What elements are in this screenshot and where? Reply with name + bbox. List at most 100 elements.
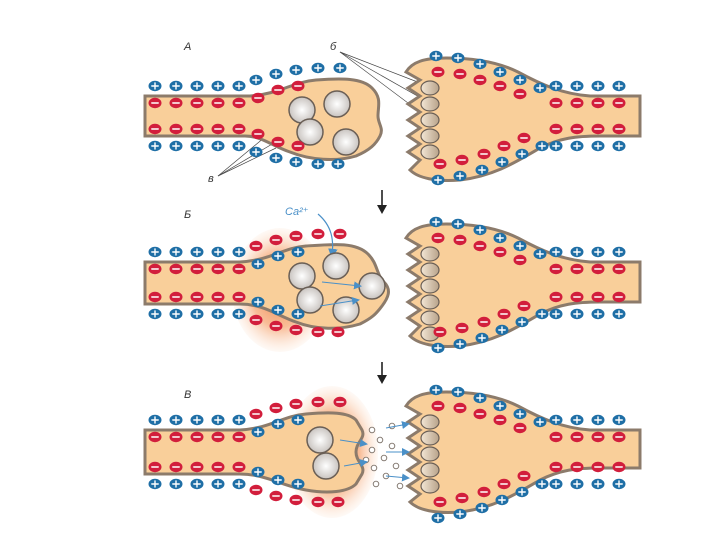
plus-ion-icon — [170, 479, 183, 489]
plus-ion-icon — [212, 479, 225, 489]
calcium-label: Ca²⁺ — [285, 206, 309, 218]
plus-ion-icon — [430, 217, 443, 227]
plus-ion-icon — [292, 309, 305, 319]
plus-ion-icon — [494, 401, 507, 411]
plus-ion-icon — [496, 157, 509, 167]
plus-ion-icon — [191, 415, 204, 425]
minus-ion-icon — [149, 292, 162, 302]
receptor-icon — [421, 97, 439, 111]
plus-ion-icon — [476, 165, 489, 175]
vesicle-b-3 — [359, 273, 385, 299]
minus-ion-icon — [212, 98, 225, 108]
minus-ion-icon — [550, 292, 563, 302]
plus-ion-icon — [476, 333, 489, 343]
plus-ion-icon — [613, 141, 626, 151]
minus-ion-icon — [191, 264, 204, 274]
minus-ion-icon — [191, 432, 204, 442]
plus-ion-icon — [536, 141, 549, 151]
minus-ion-icon — [292, 141, 305, 151]
receptors-c — [421, 415, 439, 493]
minus-ion-icon — [270, 235, 283, 245]
plus-ion-icon — [170, 415, 183, 425]
minus-ion-icon — [571, 292, 584, 302]
plus-ion-icon — [613, 415, 626, 425]
neurotransmitter-molecule — [371, 465, 377, 471]
plus-ion-icon — [149, 81, 162, 91]
minus-ion-icon — [250, 315, 263, 325]
plus-ion-icon — [272, 475, 285, 485]
plus-ion-icon — [571, 141, 584, 151]
minus-ion-icon — [270, 403, 283, 413]
minus-ion-icon — [550, 98, 563, 108]
plus-ion-icon — [212, 247, 225, 257]
plus-ion-icon — [432, 513, 445, 523]
plus-ion-icon — [454, 171, 467, 181]
minus-ion-icon — [149, 98, 162, 108]
minus-ion-icon — [233, 98, 246, 108]
minus-ion-icon — [170, 264, 183, 274]
plus-ion-icon — [252, 297, 265, 307]
minus-ion-icon — [334, 229, 347, 239]
minus-ion-icon — [191, 292, 204, 302]
minus-ion-icon — [474, 409, 487, 419]
plus-ion-icon — [454, 509, 467, 519]
minus-ion-icon — [474, 241, 487, 251]
minus-ion-icon — [332, 497, 345, 507]
receptor-icon — [421, 81, 439, 95]
plus-ion-icon — [149, 415, 162, 425]
minus-ion-icon — [478, 149, 491, 159]
minus-ion-icon — [518, 133, 531, 143]
neurotransmitter-molecule — [369, 447, 375, 453]
receptor-icon — [421, 129, 439, 143]
minus-ion-icon — [494, 415, 507, 425]
minus-ion-icon — [312, 397, 325, 407]
plus-ion-icon — [272, 305, 285, 315]
neurotransmitter-molecule — [373, 481, 379, 487]
minus-ion-icon — [592, 124, 605, 134]
plus-ion-icon — [534, 83, 547, 93]
plus-ion-icon — [516, 487, 529, 497]
minus-ion-icon — [250, 409, 263, 419]
minus-ion-icon — [434, 497, 447, 507]
minus-ion-icon — [191, 124, 204, 134]
minus-ion-icon — [170, 432, 183, 442]
plus-ion-icon — [496, 495, 509, 505]
minus-ion-icon — [233, 264, 246, 274]
down-arrow-icon-2 — [377, 362, 387, 384]
plus-ion-icon — [550, 479, 563, 489]
minus-ion-icon — [233, 462, 246, 472]
plus-ion-icon — [292, 479, 305, 489]
minus-ion-icon — [212, 264, 225, 274]
plus-ion-icon — [233, 141, 246, 151]
plus-ion-icon — [514, 241, 527, 251]
plus-ion-icon — [550, 309, 563, 319]
plus-ion-icon — [571, 309, 584, 319]
minus-ion-icon — [233, 432, 246, 442]
plus-ion-icon — [233, 247, 246, 257]
minus-ion-icon — [233, 124, 246, 134]
down-arrow-icon-1 — [377, 190, 387, 214]
neurotransmitter-molecule — [381, 455, 387, 461]
panel-c: В — [145, 385, 640, 523]
plus-ion-icon — [233, 81, 246, 91]
minus-ion-icon — [514, 423, 527, 433]
minus-ion-icon — [290, 399, 303, 409]
minus-ion-icon — [272, 85, 285, 95]
plus-ion-icon — [312, 63, 325, 73]
vesicle-b-2 — [289, 263, 315, 289]
minus-ion-icon — [191, 98, 204, 108]
minus-ion-icon — [454, 403, 467, 413]
minus-ion-icon — [498, 479, 511, 489]
plus-ion-icon — [191, 479, 204, 489]
minus-ion-icon — [454, 69, 467, 79]
plus-ion-icon — [212, 309, 225, 319]
receptor-icon — [421, 295, 439, 309]
plus-ion-icon — [292, 415, 305, 425]
minus-ion-icon — [272, 137, 285, 147]
vesicle-a-2 — [324, 91, 350, 117]
plus-ion-icon — [474, 225, 487, 235]
receptor-icon — [421, 263, 439, 277]
minus-ion-icon — [312, 327, 325, 337]
minus-ion-icon — [550, 462, 563, 472]
